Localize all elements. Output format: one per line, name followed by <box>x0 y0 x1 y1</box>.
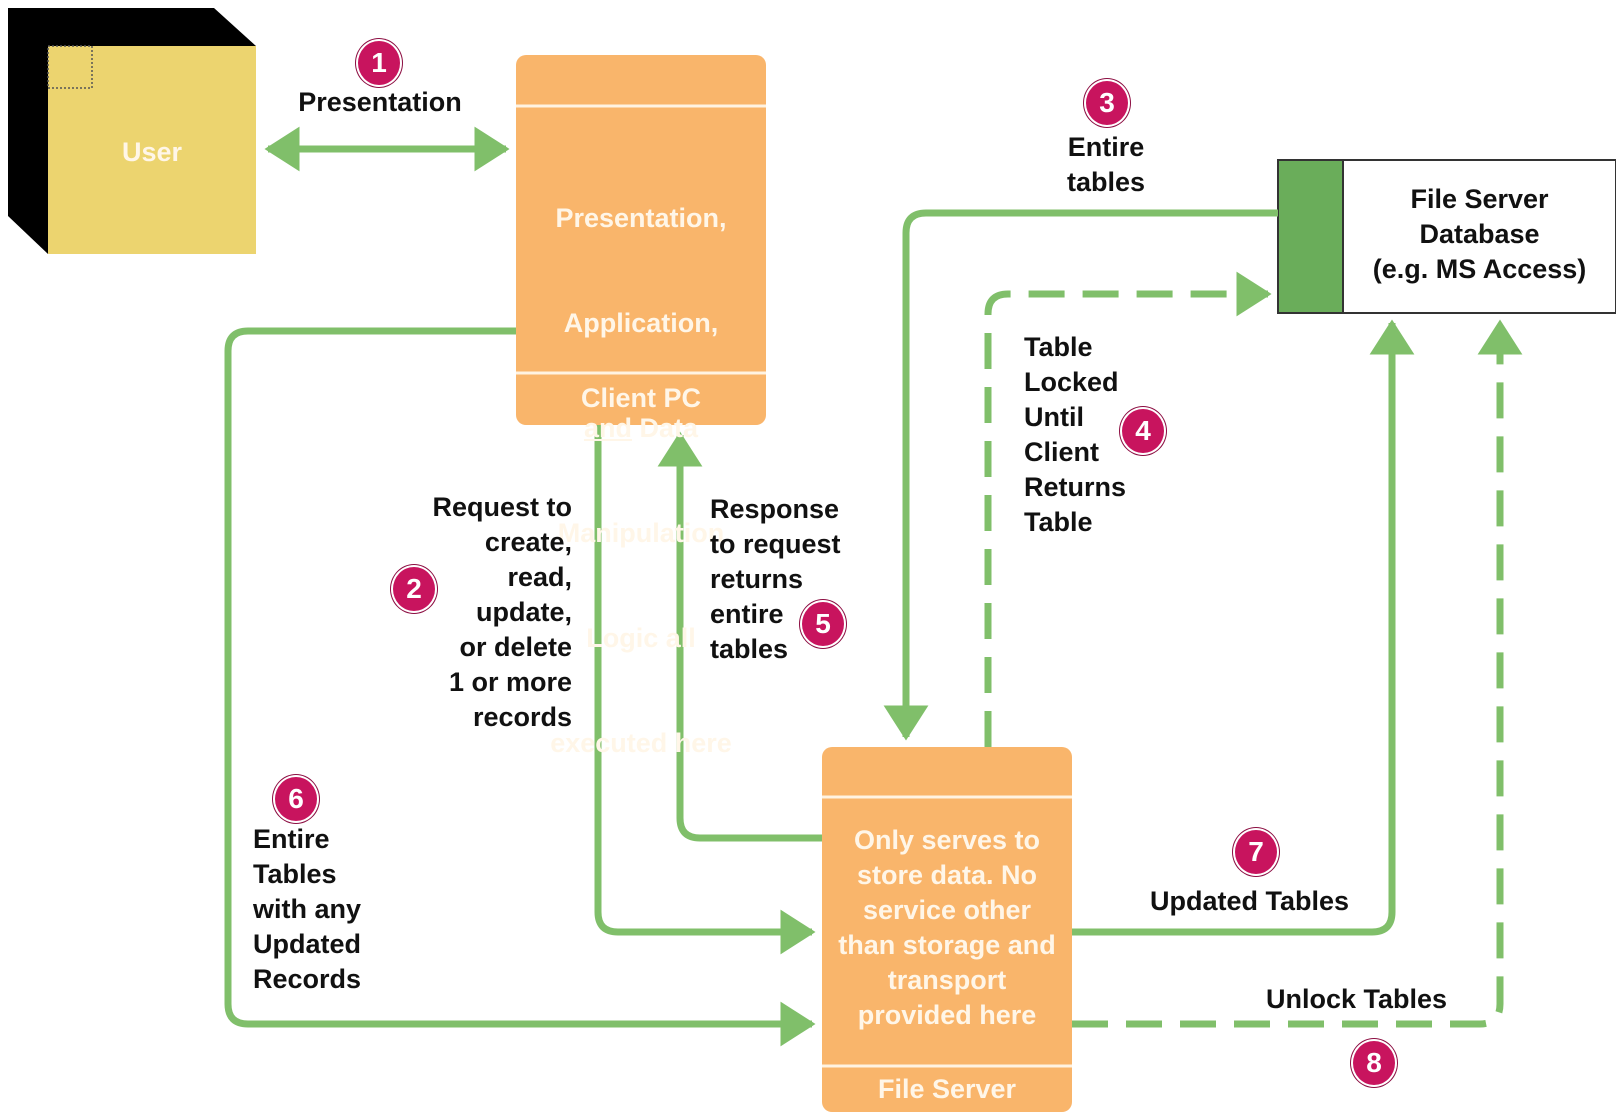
step-2-badge: 2 <box>391 565 437 613</box>
step-1-badge: 1 <box>356 39 402 87</box>
database-green-band <box>1279 161 1343 312</box>
step-2-label: Request to create, read, update, or dele… <box>432 492 572 732</box>
step-3-badge: 3 <box>1084 79 1130 127</box>
client-pc-box <box>516 55 766 425</box>
client-pc-footer: Client PC <box>580 383 701 413</box>
step-5-label: Response to request returns entire table… <box>710 494 841 664</box>
arrow-request <box>594 425 816 955</box>
user-box-mark <box>47 45 93 89</box>
client-pc-line-rest: Data <box>639 413 699 443</box>
step-8-badge: 8 <box>1351 1039 1397 1087</box>
client-pc-line: Logic all <box>586 623 696 653</box>
database-box <box>1277 159 1616 314</box>
file-server-text: Only serves to store data. No service ot… <box>838 825 1056 1030</box>
arrow-entire-tables <box>883 209 1278 741</box>
step-7-label: Updated Tables <box>1150 886 1350 916</box>
step-4-badge: 4 <box>1120 407 1166 455</box>
file-server-footer: File Server <box>877 1074 1017 1104</box>
database-label: File Server Database (e.g. MS Access) <box>1372 184 1587 284</box>
step-1-label: Presentation <box>298 87 462 117</box>
step-3-label: Entire tables <box>1066 132 1146 197</box>
file-server-box <box>822 747 1072 1112</box>
arrow-unlock-tables <box>1072 319 1523 1028</box>
client-pc-line: executed here <box>550 728 732 758</box>
arrow-updated-tables <box>1072 319 1415 936</box>
client-pc-body <box>516 55 766 425</box>
client-pc-line: Application, <box>563 308 719 338</box>
file-server-body <box>822 747 1072 1112</box>
client-pc-line: Manipulation <box>557 518 725 548</box>
arrow-response <box>657 431 822 842</box>
arrow-table-locked <box>984 271 1272 747</box>
user-label: User <box>121 137 183 167</box>
client-pc-line: and Data <box>516 411 766 446</box>
step-8-label: Unlock Tables <box>1266 984 1448 1014</box>
arrow-updated-records <box>224 327 816 1047</box>
user-box-face <box>48 46 256 254</box>
step-6-badge: 6 <box>273 775 319 823</box>
step-7-badge: 7 <box>1233 828 1279 876</box>
step-4-label: Table Locked Until Client Returns Table <box>1024 332 1127 537</box>
user-box <box>8 8 256 254</box>
client-pc-text: Presentation, Application, and Data Mani… <box>516 131 766 831</box>
client-pc-line: Presentation, <box>555 203 727 233</box>
step-6-label: Entire Tables with any Updated Records <box>253 824 362 994</box>
step-5-badge: 5 <box>800 600 846 648</box>
client-pc-underlined-word: and <box>583 413 632 443</box>
